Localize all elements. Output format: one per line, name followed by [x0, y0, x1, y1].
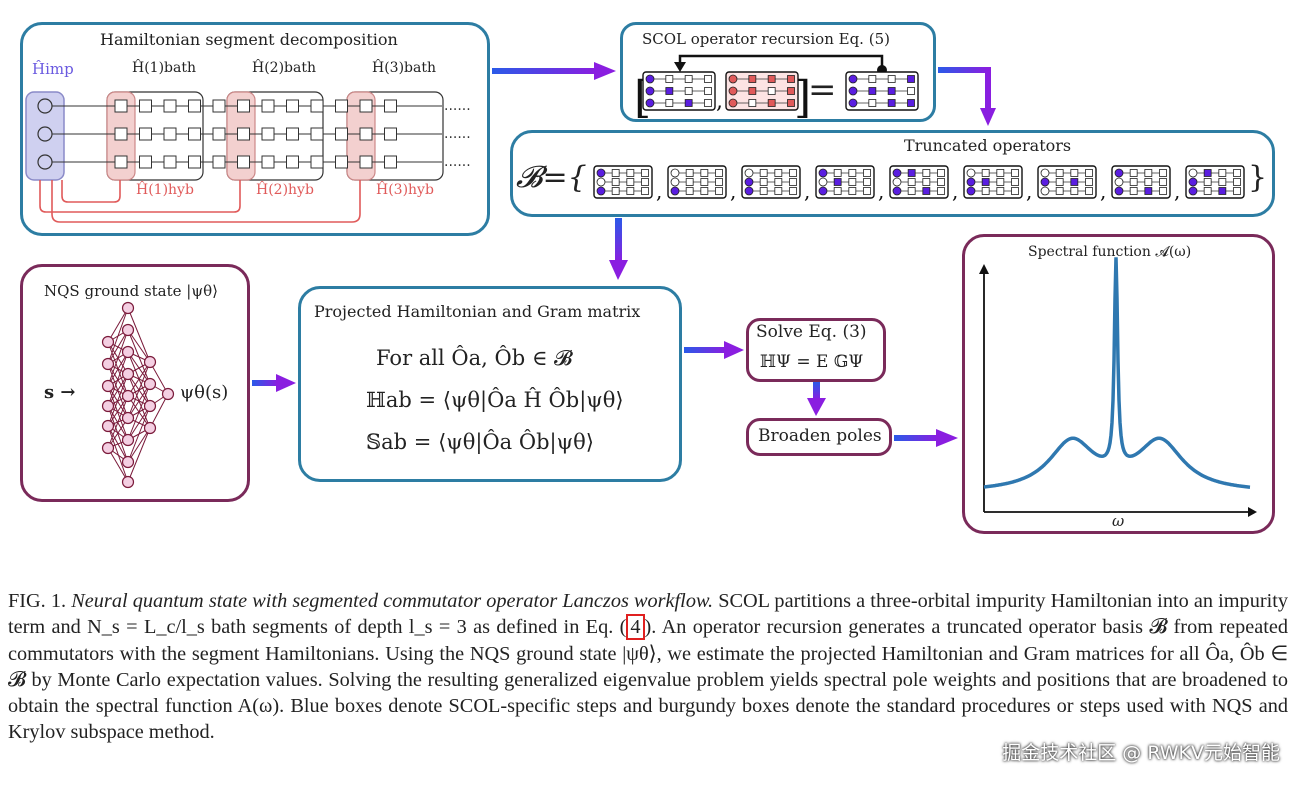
lattice-dots: ...... [444, 98, 471, 114]
truncated-op-2 [667, 165, 727, 199]
solve-eq-title: Solve Eq. (3) [756, 322, 867, 342]
flow-arrows [252, 62, 996, 447]
truncated-op-7 [1037, 165, 1097, 199]
caption-text-1: SCOL partitions a three-orbital impurity… [8, 590, 1288, 639]
nqs-panel-title: NQS ground state |ψθ⟩ [44, 282, 219, 300]
solve-eq-equation: ℍΨ = E 𝔾Ψ [760, 352, 864, 372]
nqs-output-label: ψθ(s) [180, 382, 229, 403]
hyb-label-1: Ĥ(1)hyb [136, 182, 194, 198]
spectral-panel-title: Spectral function 𝓐(ω) [1028, 244, 1192, 260]
tile-comma: , [656, 179, 662, 203]
tile-comma: , [952, 179, 958, 203]
tile-comma: , [1100, 179, 1106, 203]
truncated-op-6 [963, 165, 1023, 199]
broaden-poles-title: Broaden poles [758, 426, 882, 446]
truncated-operator-tiles: ,,,,,,,, [593, 165, 1245, 203]
hyb-label-3: Ĥ(3)hyb [376, 182, 434, 198]
recursion-equals: = [808, 70, 837, 110]
tile-comma: , [804, 179, 810, 203]
segment-lattice: ...... ...... ...... [25, 91, 471, 223]
recursion-op-2 [725, 71, 799, 111]
nqs-input-label: s → [44, 382, 76, 403]
tile-comma: , [730, 179, 736, 203]
recursion-op-3 [845, 71, 919, 111]
spectral-curve [983, 257, 1251, 489]
truncated-op-1 [593, 165, 653, 199]
watermark: 掘金技术社区 @ RWKV元始智能 [1002, 742, 1280, 764]
basis-set-close: } [1248, 160, 1268, 195]
projected-line-3: 𝕊ab = ⟨ψθ|Ôa Ôb|ψθ⟩ [366, 430, 594, 454]
broaden-poles-panel [746, 418, 892, 456]
bath-label-3: Ĥ(3)bath [372, 60, 436, 76]
figure-caption: FIG. 1. Neural quantum state with segmen… [8, 588, 1288, 746]
recursion-panel-title: SCOL operator recursion Eq. (5) [642, 30, 890, 48]
hyb-label-2: Ĥ(2)hyb [256, 182, 314, 198]
truncated-panel-title: Truncated operators [904, 136, 1072, 155]
projected-panel-title: Projected Hamiltonian and Gram matrix [314, 302, 641, 321]
projected-line-2: ℍab = ⟨ψθ|Ôa Ĥ Ôb|ψθ⟩ [366, 388, 624, 412]
recursion-diagram: [ ] , [634, 54, 919, 123]
truncated-op-8 [1111, 165, 1171, 199]
tile-comma: , [1174, 179, 1180, 203]
caption-fig-label: FIG. 1. [8, 590, 67, 612]
spectral-x-label: ω [1112, 512, 1125, 530]
tile-comma: , [878, 179, 884, 203]
caption-text-2: ). An operator recursion generates a tru… [8, 616, 1289, 744]
spectral-plot [979, 257, 1257, 517]
solve-eq-panel [746, 318, 886, 382]
h-imp-label: Ĥimp [32, 60, 74, 78]
bath-label-2: Ĥ(2)bath [252, 60, 316, 76]
truncated-op-3 [741, 165, 801, 199]
projected-line-1: For all Ôa, Ôb ∈ 𝓑 [376, 346, 573, 370]
nqs-panel [20, 264, 250, 502]
tile-comma: , [1026, 179, 1032, 203]
nqs-network [101, 301, 175, 489]
truncated-op-4 [815, 165, 875, 199]
truncated-op-9 [1185, 165, 1245, 199]
caption-eq-ref-link[interactable]: 4 [626, 614, 645, 641]
caption-title: Neural quantum state with segmented comm… [71, 590, 714, 612]
svg-text:......: ...... [444, 154, 471, 170]
projected-hamiltonian-panel [298, 286, 682, 482]
svg-text:......: ...... [444, 126, 471, 142]
truncated-op-5 [889, 165, 949, 199]
svg-text:,: , [716, 89, 723, 114]
segment-panel-title: Hamiltonian segment decomposition [100, 30, 398, 49]
bath-label-1: Ĥ(1)bath [132, 60, 196, 76]
basis-set-open: 𝓑={ [516, 160, 587, 195]
recursion-op-1 [642, 71, 716, 111]
